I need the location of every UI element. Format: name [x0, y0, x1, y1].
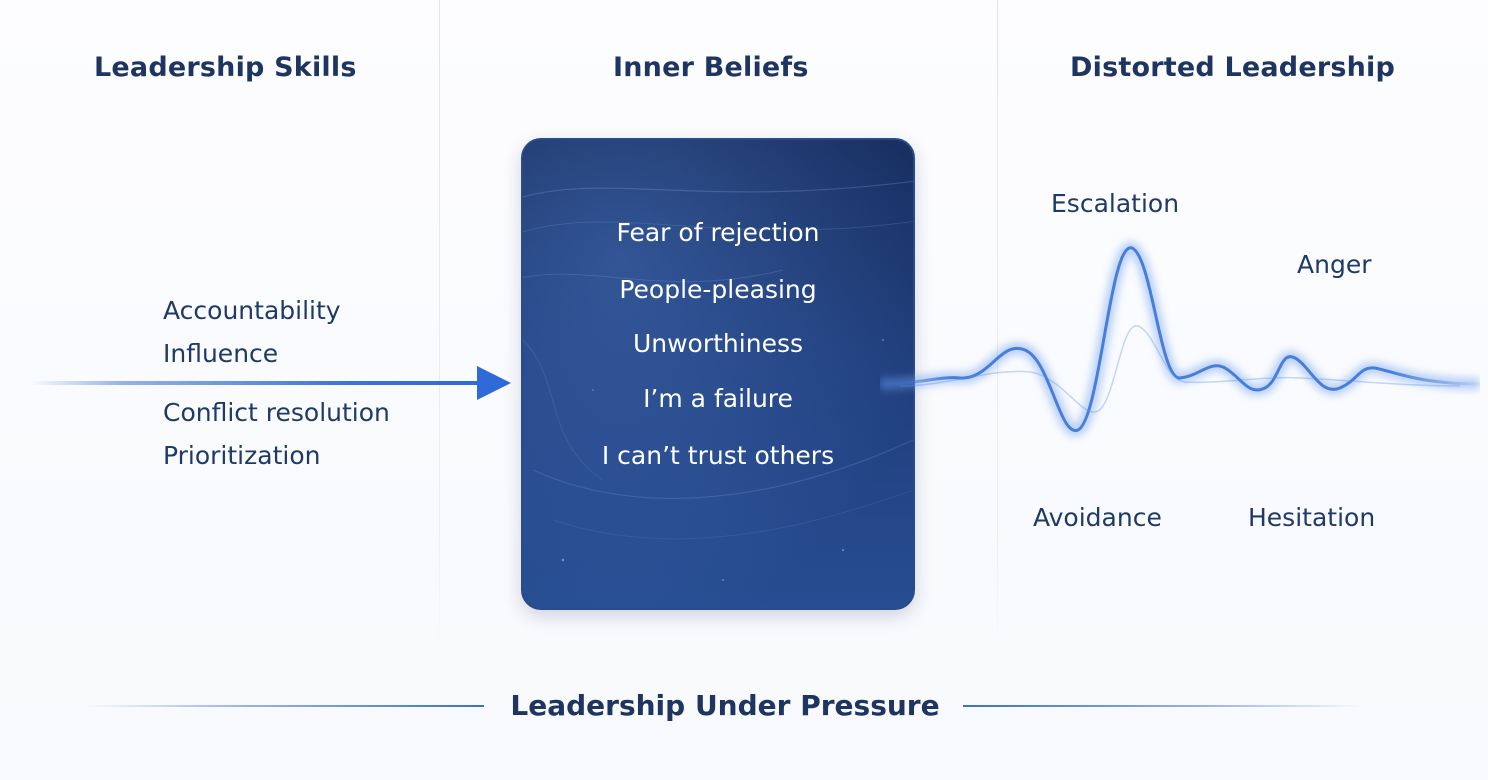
belief-im-a-failure: I’m a failure: [523, 384, 913, 413]
footer-title: Leadership Under Pressure: [495, 689, 955, 722]
distorted-leadership-heading: Distorted Leadership: [1070, 52, 1395, 83]
flow-arrow-head-icon: [477, 366, 511, 400]
outcome-anger: Anger: [1297, 250, 1371, 279]
skill-prioritization: Prioritization: [163, 441, 320, 470]
column-divider-left: [439, 0, 440, 655]
inner-beliefs-heading: Inner Beliefs: [613, 52, 809, 83]
footer-rule-left: [88, 705, 484, 707]
inner-beliefs-card: Fear of rejection People-pleasing Unwort…: [521, 138, 915, 610]
outcome-hesitation: Hesitation: [1248, 503, 1375, 532]
leadership-skills-heading: Leadership Skills: [94, 52, 357, 83]
belief-unworthiness: Unworthiness: [523, 329, 913, 358]
belief-fear-of-rejection: Fear of rejection: [523, 218, 913, 247]
card-texture: [523, 140, 915, 610]
belief-cant-trust-others: I can’t trust others: [523, 441, 913, 470]
skill-conflict-resolution: Conflict resolution: [163, 398, 390, 427]
outcome-escalation: Escalation: [1051, 189, 1179, 218]
outcome-avoidance: Avoidance: [1033, 503, 1162, 532]
skill-influence: Influence: [163, 339, 278, 368]
flow-arrow-line: [30, 381, 490, 385]
skill-accountability: Accountability: [163, 296, 341, 325]
footer-rule-right: [963, 705, 1363, 707]
belief-people-pleasing: People-pleasing: [523, 275, 913, 304]
distortion-waveform: [880, 200, 1480, 460]
